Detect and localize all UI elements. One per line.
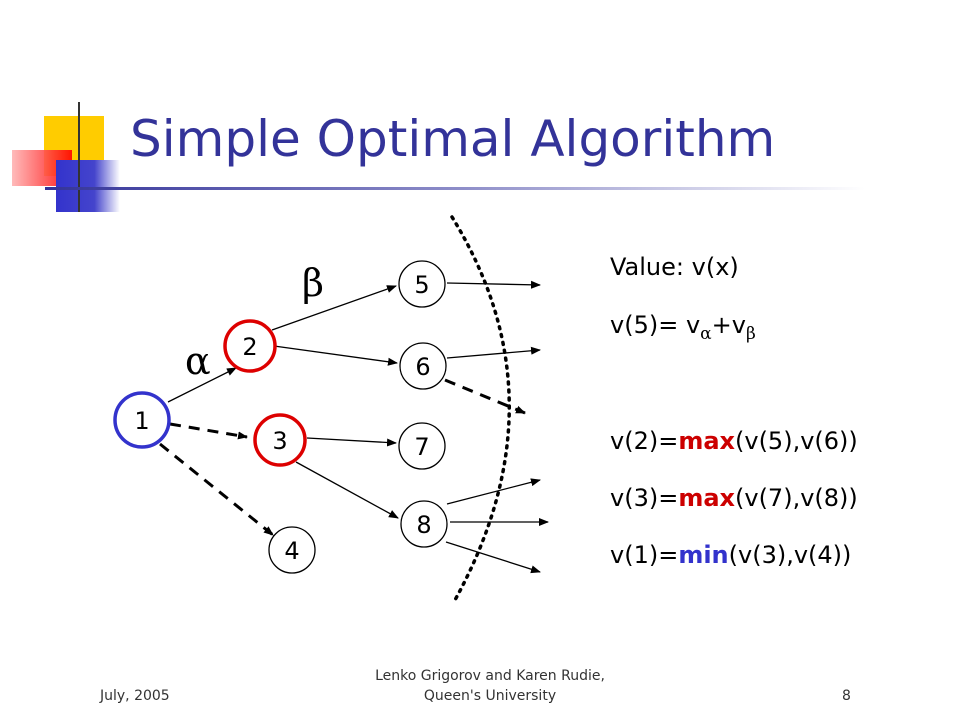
node-3: 3 — [253, 413, 307, 467]
node-4-label: 4 — [284, 537, 299, 565]
formula-v5: v(5)= vα+vβ — [610, 311, 756, 344]
frontier-dotted-curve — [450, 215, 511, 602]
formula-v5-prefix: v(5)= v — [610, 311, 701, 339]
formula-v2: v(2)=max(v(5),v(6)) — [610, 427, 858, 455]
edge-8-out-down — [445, 541, 541, 574]
edge-1-3-dashed — [169, 422, 248, 440]
edge-1-4-dashed — [159, 442, 274, 537]
node-1-label: 1 — [134, 407, 149, 435]
node-5: 5 — [398, 260, 446, 308]
node-4: 4 — [268, 526, 316, 574]
node-8: 8 — [400, 500, 448, 548]
footer-page-number: 8 — [842, 688, 851, 704]
node-6-label: 6 — [415, 353, 430, 381]
node-6: 6 — [399, 342, 447, 390]
node-8-label: 8 — [416, 511, 431, 539]
footer-authors-line1: Lenko Grigorov and Karen Rudie, — [375, 668, 605, 684]
formula-v1: v(1)=min(v(3),v(4)) — [610, 541, 851, 569]
formula-value-def: Value: v(x) — [610, 253, 739, 281]
title-underline — [45, 187, 865, 190]
formula-v1-op: min — [678, 541, 729, 569]
edge-2-5 — [271, 285, 397, 331]
edge-8-out-up — [446, 478, 541, 505]
node-7: 7 — [398, 422, 446, 470]
edge-1-2 — [167, 367, 237, 403]
formula-v2-args: (v(5),v(6)) — [735, 427, 858, 455]
node-7-label: 7 — [414, 433, 429, 461]
edge-6-out — [446, 346, 541, 359]
beta-label: β — [302, 261, 324, 305]
formula-v5-sub-alpha: α — [700, 324, 712, 344]
edge-2-6 — [273, 345, 398, 366]
formula-v3-op: max — [678, 484, 735, 512]
node-2-label: 2 — [242, 333, 257, 361]
footer-authors: Lenko Grigorov and Karen Rudie, Queen's … — [330, 666, 650, 706]
footer-date: July, 2005 — [100, 688, 170, 704]
page-title: Simple Optimal Algorithm — [130, 110, 776, 168]
node-3-label: 3 — [272, 427, 287, 455]
formula-v2-prefix: v(2)= — [610, 427, 679, 455]
formula-v1-prefix: v(1)= — [610, 541, 679, 569]
formula-v5-sub-beta: β — [745, 324, 756, 344]
footer-authors-line2: Queen's University — [423, 688, 557, 704]
decor-blue-block — [56, 160, 120, 212]
edge-3-8 — [295, 461, 399, 519]
node-2: 2 — [223, 319, 277, 373]
edge-6-out-dashed — [444, 378, 526, 415]
formula-v5-plus: +v — [711, 311, 746, 339]
formula-v2-op: max — [678, 427, 735, 455]
alpha-label: α — [185, 339, 211, 383]
node-1: 1 — [113, 391, 171, 449]
formula-v3-prefix: v(3)= — [610, 484, 679, 512]
edge-3-7 — [306, 437, 397, 447]
formula-v3: v(3)=max(v(7),v(8)) — [610, 484, 858, 512]
formula-v1-args: (v(3),v(4)) — [728, 541, 852, 569]
edge-5-out — [446, 280, 541, 289]
node-5-label: 5 — [414, 271, 429, 299]
formula-v3-args: (v(7),v(8)) — [735, 484, 858, 512]
decor-vertical-line — [78, 102, 80, 212]
